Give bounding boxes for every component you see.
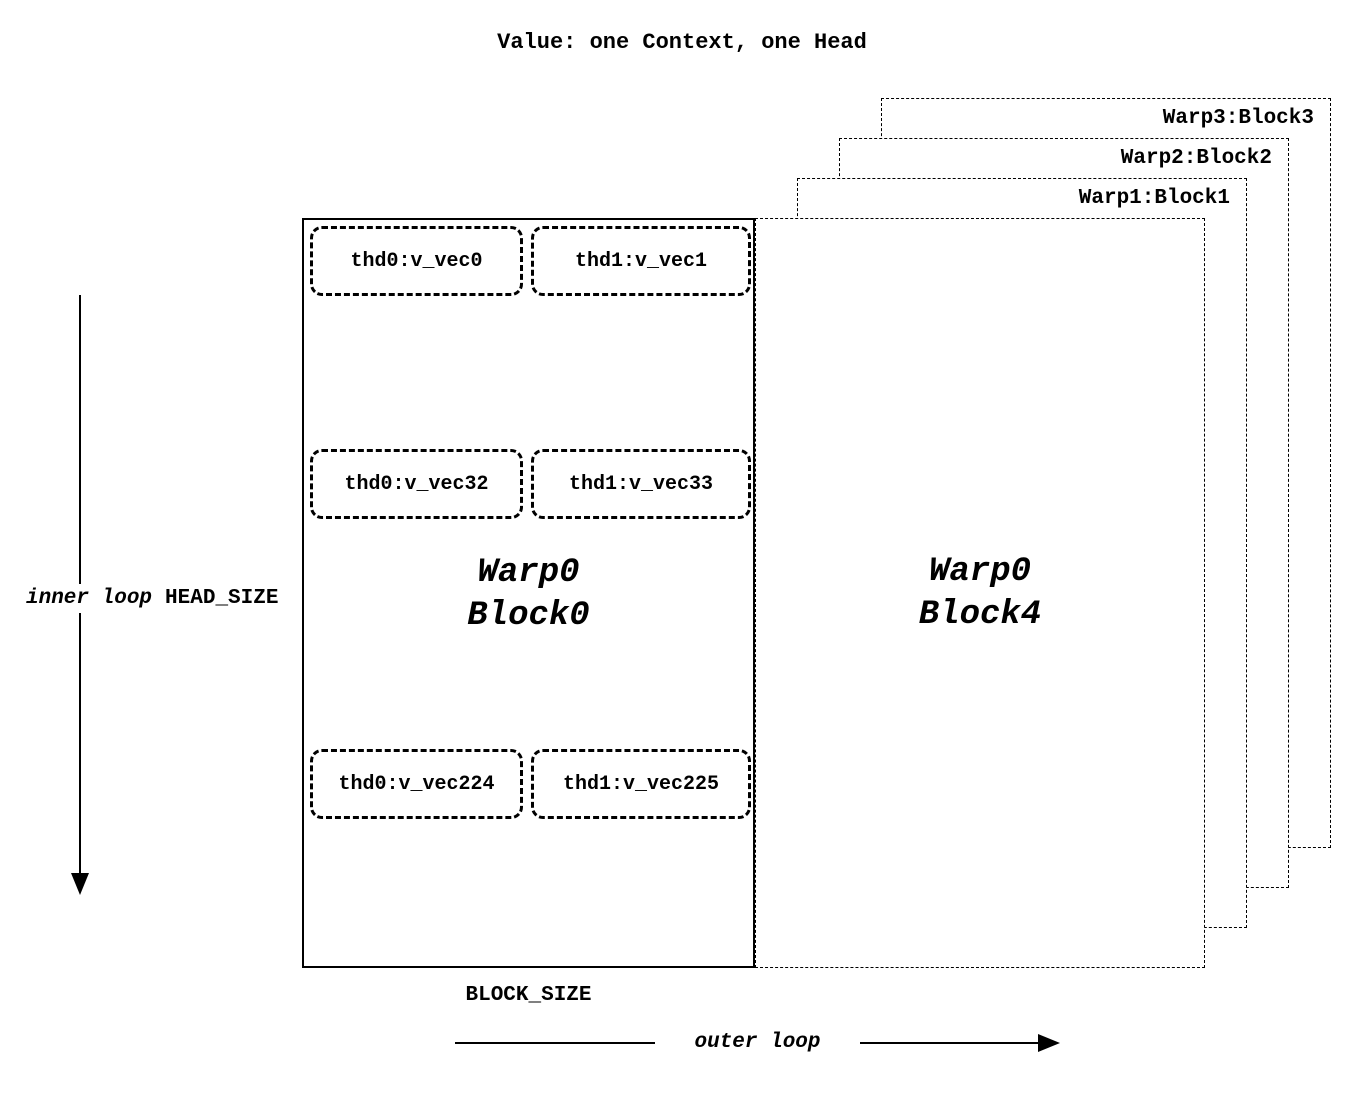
outer-loop-label: outer loop [655, 1031, 860, 1054]
warp0-block0-label: Warp0 Block0 [304, 552, 753, 637]
warp0-block4-label: Warp0 Block4 [756, 551, 1204, 636]
vec-cell-row0-thd0: thd0:v_vec0 [310, 226, 523, 296]
warp0-block0-box: thd0:v_vec0 thd1:v_vec1 thd0:v_vec32 thd… [302, 218, 755, 968]
warp2-block2-label: Warp2:Block2 [1120, 147, 1272, 170]
warp0-block4-label-line2: Block4 [918, 595, 1042, 634]
warp0-block0-label-line1: Warp0 [477, 554, 580, 592]
vec-cell-row1-thd0: thd0:v_vec32 [310, 449, 523, 519]
vec-cell-row2-thd1: thd1:v_vec225 [531, 749, 751, 819]
warp0-block0-label-line2: Block0 [467, 596, 590, 635]
vec-cell-row0-thd1: thd1:v_vec1 [531, 226, 751, 296]
inner-loop-label: inner loop HEAD_SIZE [24, 584, 281, 613]
vec-cell-row2-thd0: thd0:v_vec224 [310, 749, 523, 819]
inner-loop-label-text: inner loop [26, 587, 153, 610]
vec-cell-row1-thd1: thd1:v_vec33 [531, 449, 751, 519]
warp0-block4-box: Warp0 Block4 [755, 218, 1205, 968]
head-size-label: HEAD_SIZE [165, 587, 279, 610]
warp1-block1-label: Warp1:Block1 [1078, 187, 1230, 210]
warp0-block4-label-line1: Warp0 [928, 553, 1032, 591]
warp3-block3-label: Warp3:Block3 [1162, 107, 1314, 130]
diagram-title: Value: one Context, one Head [497, 30, 867, 55]
block-size-label: BLOCK_SIZE [465, 984, 592, 1007]
